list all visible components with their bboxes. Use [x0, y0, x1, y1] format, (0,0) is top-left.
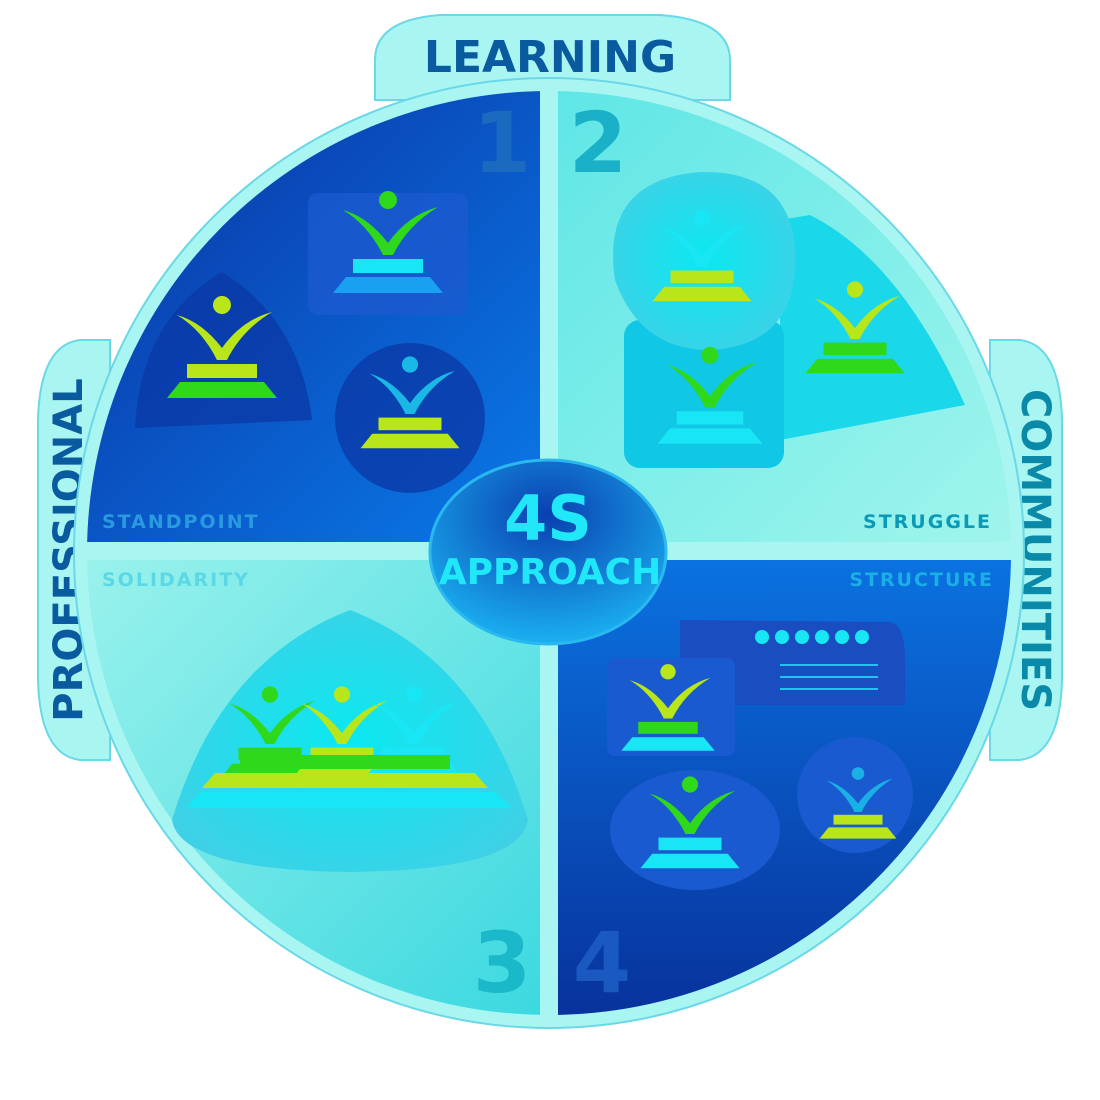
- person-on-pyramid-icon: [652, 209, 752, 302]
- quadrant-1-number: 1: [473, 94, 531, 192]
- tab-learning-label: LEARNING: [424, 32, 676, 83]
- person-on-pyramid-icon: [640, 776, 740, 869]
- q4-dots: [755, 630, 869, 644]
- quadrant-2-number: 2: [569, 94, 627, 192]
- quadrant-4-label: STRUCTURE: [849, 569, 994, 591]
- person-on-pyramid-icon: [167, 296, 277, 398]
- center-badge: 4S APPROACH: [428, 458, 668, 646]
- person-on-pyramid-icon: [621, 664, 715, 751]
- quadrant-3-label: SOLIDARITY: [102, 569, 250, 591]
- center-subtitle: APPROACH: [439, 552, 661, 593]
- q4-text-lines: [780, 664, 878, 690]
- person-on-pyramid-icon: [819, 767, 897, 839]
- center-title: 4S: [504, 482, 592, 555]
- person-on-pyramid-icon: [333, 191, 443, 293]
- solidarity-pyramid-base: [186, 755, 512, 808]
- quadrant-1-label: STANDPOINT: [102, 511, 260, 533]
- q4-speech-circle: [797, 737, 913, 853]
- person-on-pyramid-icon: [360, 356, 460, 449]
- quadrant-2-label: STRUGGLE: [863, 511, 992, 533]
- quadrant-3-number: 3: [473, 914, 531, 1012]
- q4-chat-bubble: [680, 620, 905, 705]
- quadrant-4-number: 4: [573, 914, 631, 1012]
- tab-learning: LEARNING: [374, 14, 731, 101]
- q2-back-shape: [780, 215, 965, 440]
- person-on-pyramid-icon: [805, 281, 905, 374]
